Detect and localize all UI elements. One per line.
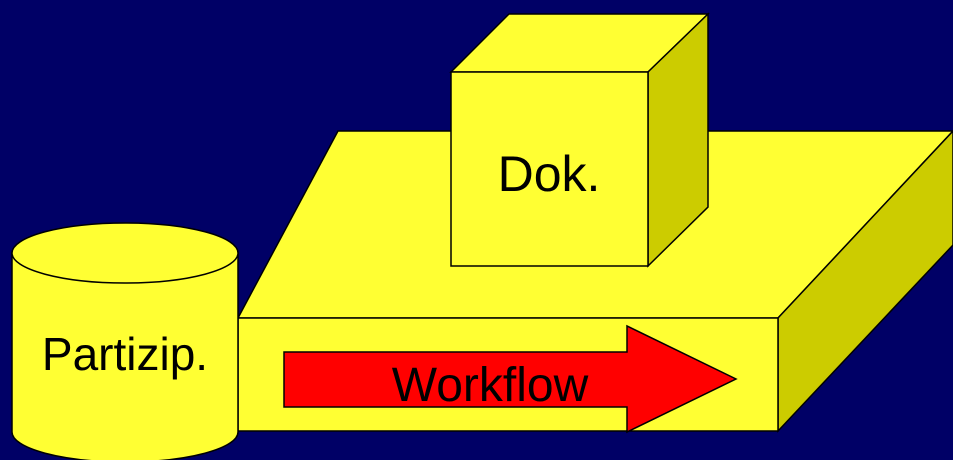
workflow-arrow: Workflow xyxy=(283,324,738,434)
workflow-arrow-shape xyxy=(283,324,738,434)
cylinder-label: Partizip. xyxy=(42,328,208,380)
cube-label: Dok. xyxy=(498,146,601,202)
document-cube: Dok. xyxy=(449,12,710,268)
cylinder-body xyxy=(11,252,239,460)
cube-front-face xyxy=(450,71,649,267)
cylinder-top xyxy=(11,222,239,284)
participant-cylinder: Partizip. xyxy=(11,222,239,460)
workflow-label: Workflow xyxy=(392,359,589,412)
